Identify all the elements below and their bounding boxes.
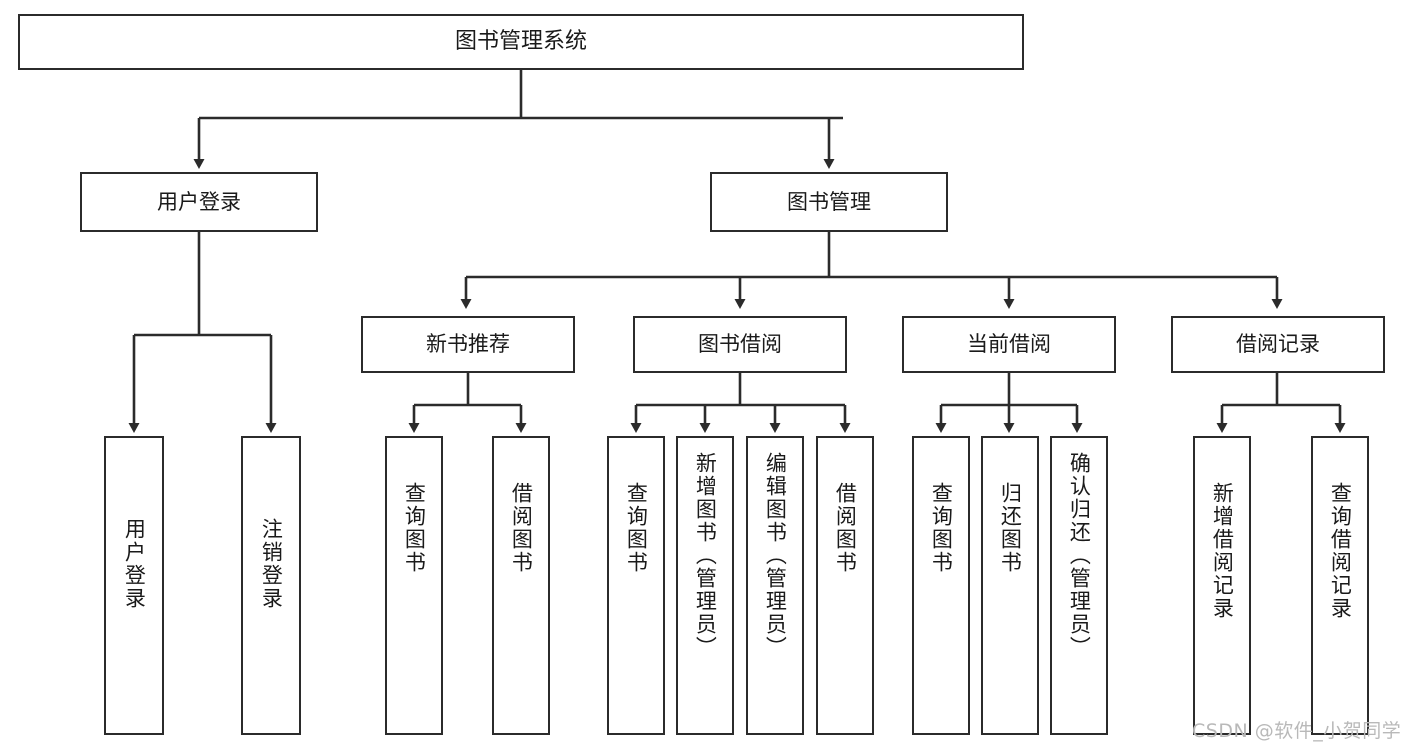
node-book-manage[interactable]: 图书管理 [710, 172, 948, 232]
node-label: 新书推荐 [426, 332, 510, 357]
node-label: 编辑图书（管理员） [763, 452, 788, 659]
node-user-login[interactable]: 用户登录 [80, 172, 318, 232]
node-current-borrow[interactable]: 当前借阅 [902, 316, 1116, 373]
leaf-query-book-borrow[interactable]: 查询图书 [607, 436, 665, 735]
node-label: 借阅图书 [833, 482, 858, 574]
node-label: 用户登录 [157, 189, 241, 214]
node-root-system[interactable]: 图书管理系统 [18, 14, 1024, 70]
leaf-borrow-book[interactable]: 借阅图书 [816, 436, 874, 735]
leaf-return-book[interactable]: 归还图书 [981, 436, 1039, 735]
leaf-query-book-current[interactable]: 查询图书 [912, 436, 970, 735]
node-label: 查询图书 [929, 482, 954, 574]
csdn-watermark: CSDN @软件_小贺同学 [1192, 720, 1402, 742]
leaf-query-book-recommend[interactable]: 查询图书 [385, 436, 443, 735]
node-label: 用户登录 [122, 518, 147, 610]
node-label: 借阅记录 [1236, 332, 1320, 357]
node-label: 当前借阅 [967, 332, 1051, 357]
node-label: 图书借阅 [698, 332, 782, 357]
leaf-logout-login[interactable]: 注销登录 [241, 436, 301, 735]
leaf-edit-book[interactable]: 编辑图书（管理员） [746, 436, 804, 735]
node-new-book-recommend[interactable]: 新书推荐 [361, 316, 575, 373]
node-label: 借阅图书 [509, 482, 534, 574]
leaf-borrow-book-recommend[interactable]: 借阅图书 [492, 436, 550, 735]
leaf-user-login[interactable]: 用户登录 [104, 436, 164, 735]
node-label: 图书管理系统 [454, 29, 587, 55]
node-book-borrow[interactable]: 图书借阅 [633, 316, 847, 373]
leaf-query-borrow-record[interactable]: 查询借阅记录 [1311, 436, 1369, 735]
node-borrow-record[interactable]: 借阅记录 [1171, 316, 1385, 373]
node-label: 新增图书（管理员） [693, 452, 718, 659]
node-label: 图书管理 [787, 189, 871, 214]
node-label: 查询图书 [624, 482, 649, 574]
leaf-add-borrow-record[interactable]: 新增借阅记录 [1193, 436, 1251, 735]
node-label: 查询借阅记录 [1328, 482, 1353, 620]
leaf-add-book[interactable]: 新增图书（管理员） [676, 436, 734, 735]
node-label: 新增借阅记录 [1210, 482, 1235, 620]
leaf-confirm-return[interactable]: 确认归还（管理员） [1050, 436, 1108, 735]
node-label: 确认归还（管理员） [1067, 452, 1092, 659]
node-label: 归还图书 [998, 482, 1023, 574]
node-label: 查询图书 [402, 482, 427, 574]
node-label: 注销登录 [259, 518, 284, 610]
